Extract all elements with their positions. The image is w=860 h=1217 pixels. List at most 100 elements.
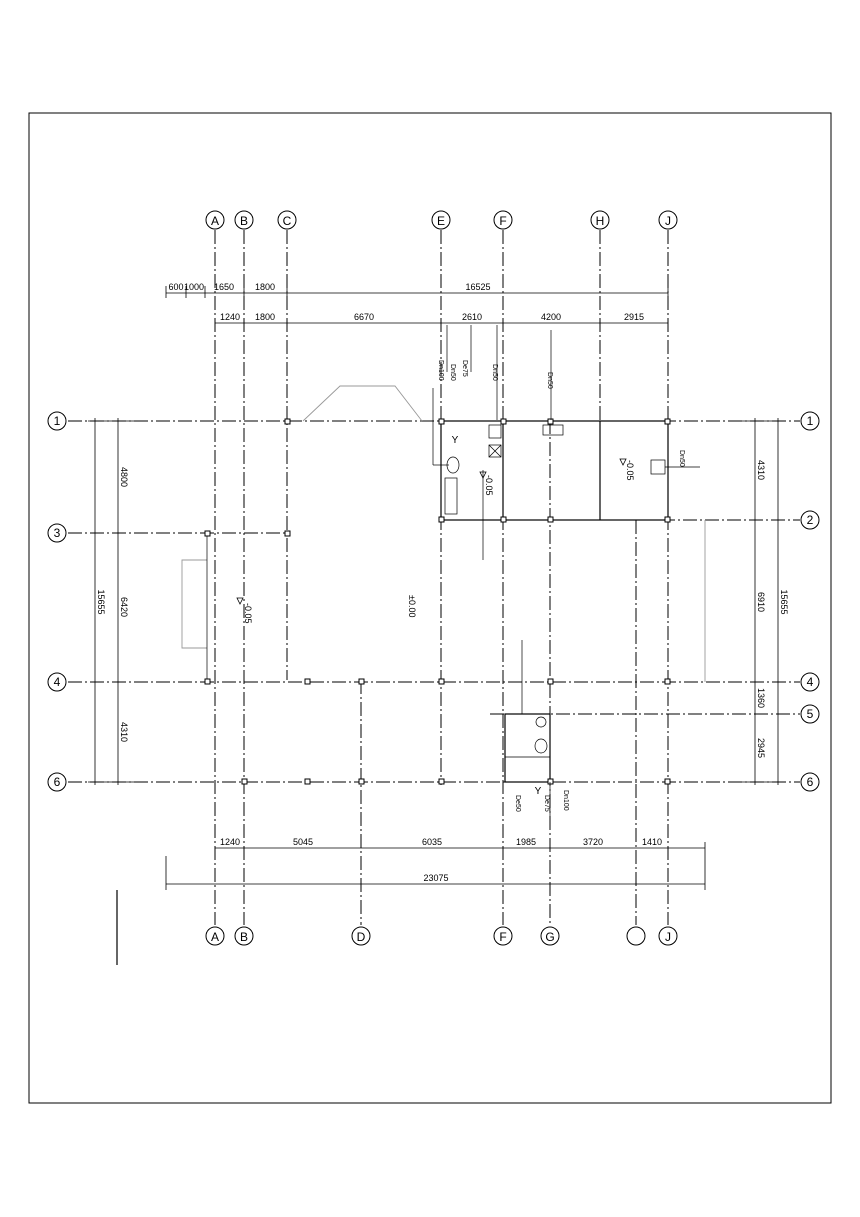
pipe-label-de75: De75 bbox=[461, 360, 468, 377]
dim-bottom-1240: 1240 bbox=[220, 837, 240, 847]
bathtub-fixture bbox=[444, 477, 458, 515]
elevation-mark-bath: -0.05 bbox=[479, 471, 494, 496]
pipe-label-dn100-lower: Dn100 bbox=[562, 790, 569, 811]
dim-top-1800b: 1800 bbox=[255, 312, 275, 322]
bottom-dimensions: 1240 5045 6035 1985 3720 1410 23075 bbox=[165, 837, 706, 890]
pipe-label-dn50c: Dn50 bbox=[546, 372, 553, 389]
plan-walls bbox=[181, 385, 706, 783]
svg-text:6: 6 bbox=[54, 775, 61, 789]
axis-bubble-right-2: 2 bbox=[800, 510, 820, 530]
washer-fixture bbox=[488, 444, 502, 458]
pipe-leader-lines bbox=[446, 325, 700, 820]
axis-bubble-bottom-d: D bbox=[351, 926, 371, 946]
dim-bottom-3720: 3720 bbox=[583, 837, 603, 847]
top-axis-bubbles: A B C E F H J bbox=[205, 210, 678, 230]
dim-top-600: 600 bbox=[168, 282, 183, 292]
axis-bubble-top-j: J bbox=[658, 210, 678, 230]
axis-bubble-right-1: 1 bbox=[800, 411, 820, 431]
entrance-outline bbox=[302, 385, 423, 422]
pipe-label-dn50a: Dn50 bbox=[449, 364, 456, 381]
toilet-fixture bbox=[446, 456, 460, 474]
axis-bubble-top-b: B bbox=[234, 210, 254, 230]
axis-bubble-top-c: C bbox=[277, 210, 297, 230]
row-axis-lines bbox=[68, 420, 800, 783]
right-dimensions: 4310 6910 1360 2945 15655 bbox=[735, 418, 789, 785]
elevation-marks: -0.05 ±0.00 -0.05 -0.05 bbox=[236, 458, 635, 624]
svg-text:2: 2 bbox=[807, 513, 814, 527]
column-axis-lines bbox=[214, 230, 669, 925]
dim-bottom-6035: 6035 bbox=[422, 837, 442, 847]
axis-bubble-right-6: 6 bbox=[800, 772, 820, 792]
pipe-label-dn50b: Dn50 bbox=[491, 364, 498, 381]
svg-text:-0.05: -0.05 bbox=[243, 603, 253, 624]
dim-left-4310: 4310 bbox=[119, 722, 129, 742]
svg-text:A: A bbox=[211, 214, 219, 228]
dim-top-1240: 1240 bbox=[220, 312, 240, 322]
svg-text:6: 6 bbox=[807, 775, 814, 789]
structural-columns bbox=[204, 418, 671, 785]
dim-right-1360: 1360 bbox=[756, 688, 766, 708]
dim-top-6670: 6670 bbox=[354, 312, 374, 322]
left-axis-bubbles: 1 3 4 6 bbox=[47, 411, 67, 792]
svg-text:C: C bbox=[283, 214, 292, 228]
svg-text:H: H bbox=[596, 214, 605, 228]
svg-text:F: F bbox=[499, 930, 506, 944]
axis-bubble-left-3: 3 bbox=[47, 523, 67, 543]
dim-top-1800a: 1800 bbox=[255, 282, 275, 292]
svg-text:4: 4 bbox=[54, 675, 61, 689]
dim-bottom-5045: 5045 bbox=[293, 837, 313, 847]
bottom-axis-bubbles: A B D F G J bbox=[205, 926, 678, 946]
axis-bubble-left-6: 6 bbox=[47, 772, 67, 792]
dim-left-6420: 6420 bbox=[119, 597, 129, 617]
axis-bubble-bottom-b: B bbox=[234, 926, 254, 946]
axis-bubble-bottom-j: J bbox=[658, 926, 678, 946]
axis-bubble-bottom-unlabeled bbox=[626, 926, 646, 946]
dim-top-1650: 1650 bbox=[214, 282, 234, 292]
elevation-mark-center: ±0.00 bbox=[407, 595, 417, 617]
dim-top-1000: 1000 bbox=[184, 282, 204, 292]
svg-text:±0.00: ±0.00 bbox=[407, 595, 417, 617]
dim-right-2945: 2945 bbox=[756, 738, 766, 758]
dim-left-4800: 4800 bbox=[119, 467, 129, 487]
svg-text:B: B bbox=[240, 214, 248, 228]
dim-top-16525: 16525 bbox=[465, 282, 490, 292]
left-dimensions: 4800 6420 4310 15655 bbox=[88, 418, 140, 785]
valve-symbol: Y bbox=[452, 435, 459, 446]
sink-fixture bbox=[488, 424, 502, 439]
elevation-mark-right: -0.05 bbox=[619, 458, 635, 481]
basin-fixture bbox=[535, 716, 547, 728]
riser-fixture bbox=[650, 459, 666, 475]
svg-text:D: D bbox=[357, 930, 366, 944]
pipe-labels: Dn100 De75 Dn50 Dn50 Dn50 Dn50 De50 De75… bbox=[437, 360, 685, 812]
svg-text:1: 1 bbox=[807, 414, 814, 428]
axis-bubble-bottom-a: A bbox=[205, 926, 225, 946]
svg-text:4: 4 bbox=[807, 675, 814, 689]
dim-right-6910: 6910 bbox=[756, 592, 766, 612]
axis-bubble-left-4: 4 bbox=[47, 672, 67, 692]
axis-bubble-top-f: F bbox=[493, 210, 513, 230]
axis-bubble-right-4: 4 bbox=[800, 672, 820, 692]
svg-text:A: A bbox=[211, 930, 219, 944]
dim-top-2915: 2915 bbox=[624, 312, 644, 322]
axis-bubble-top-e: E bbox=[431, 210, 451, 230]
wc-fixture bbox=[534, 738, 548, 754]
pipe-label-de50: De50 bbox=[514, 795, 521, 812]
pipe-label-dn50d: Dn50 bbox=[678, 450, 685, 467]
svg-text:5: 5 bbox=[807, 707, 814, 721]
svg-text:G: G bbox=[545, 930, 554, 944]
elevation-mark-left: -0.05 bbox=[236, 597, 253, 624]
svg-text:E: E bbox=[437, 214, 445, 228]
dim-bottom-1985: 1985 bbox=[516, 837, 536, 847]
sheet-border bbox=[28, 112, 832, 1104]
svg-text:J: J bbox=[665, 214, 671, 228]
dim-bottom-1410: 1410 bbox=[642, 837, 662, 847]
top-dimensions: 600 1000 1650 1800 16525 1240 1800 6670 … bbox=[165, 282, 669, 324]
bathroom-block bbox=[504, 713, 551, 783]
upper-room-block bbox=[440, 420, 669, 521]
water-heater-fixture bbox=[542, 424, 564, 436]
dim-top-4200: 4200 bbox=[541, 312, 561, 322]
svg-text:-0.05: -0.05 bbox=[625, 460, 635, 481]
axis-bubble-top-h: H bbox=[590, 210, 610, 230]
dim-left-15655: 15655 bbox=[96, 589, 106, 614]
dim-right-4310: 4310 bbox=[756, 460, 766, 480]
